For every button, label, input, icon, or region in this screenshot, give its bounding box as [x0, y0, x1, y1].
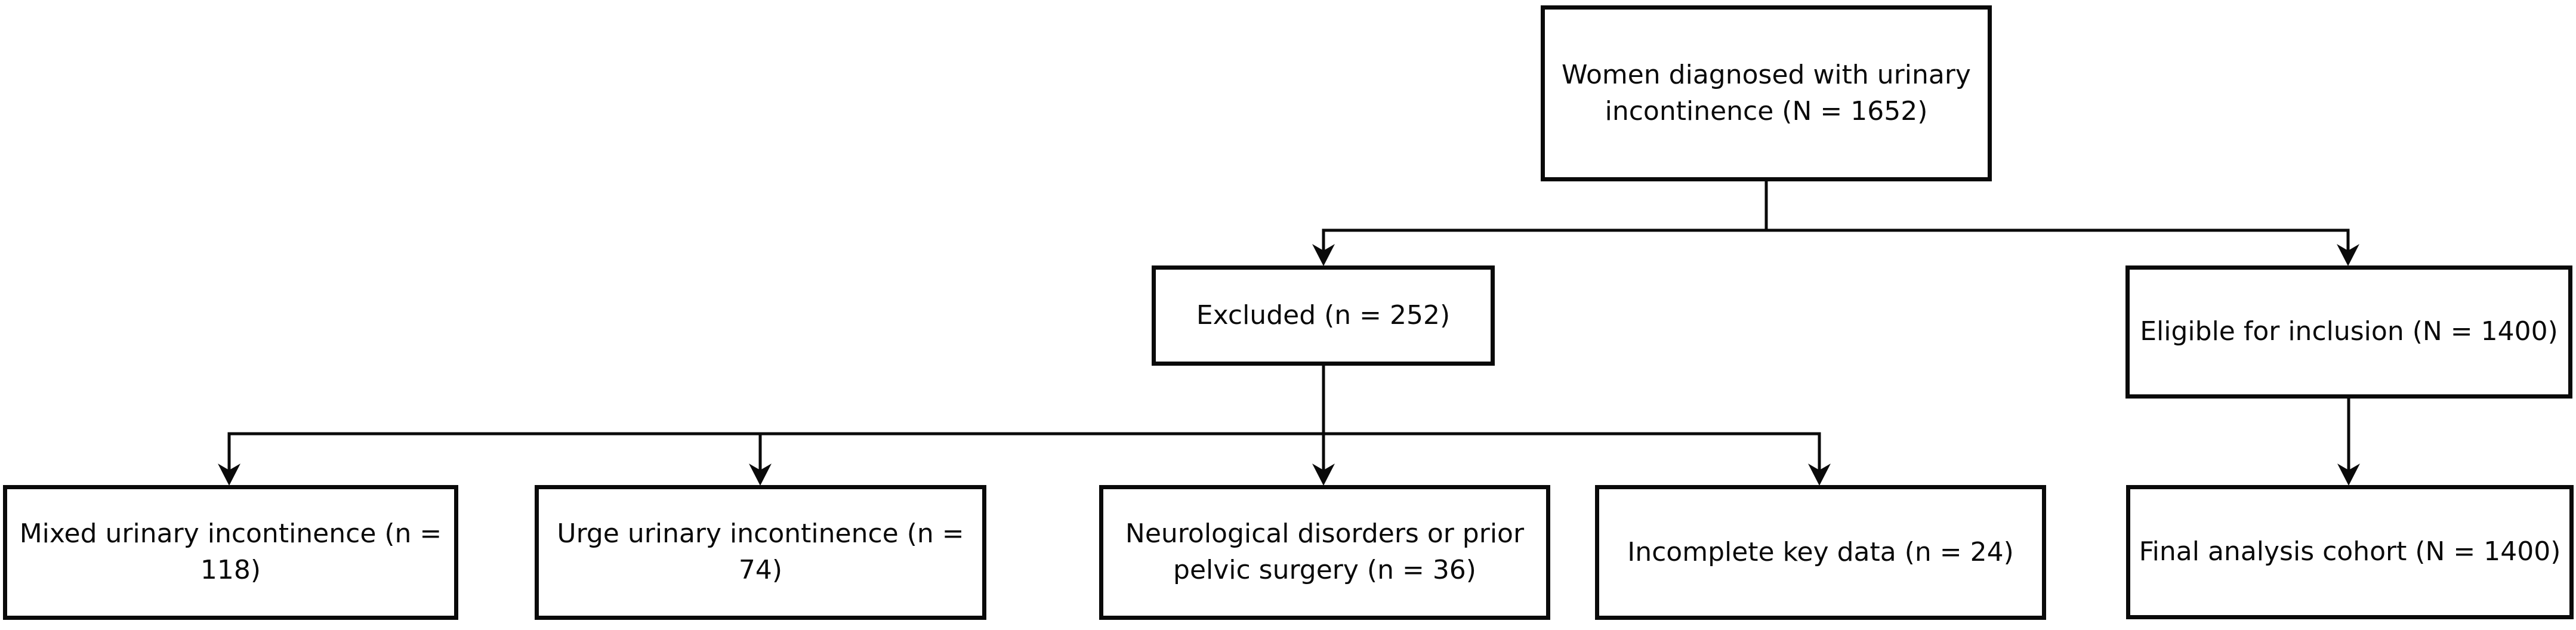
node-eligible: Eligible for inclusion (N = 1400) [2125, 265, 2572, 399]
node-label: Urge urinary incontinence (n = 74) [557, 518, 964, 585]
edge-excluded-to-mixed [218, 432, 240, 486]
edge-total-to-eligible [2337, 228, 2359, 266]
node-final-cohort: Final analysis cohort (N = 1400) [2126, 485, 2574, 619]
node-label: Neurological disorders or prior pelvic s… [1125, 518, 1525, 585]
edge-total-branch [1322, 178, 2350, 232]
node-excluded: Excluded (n = 252) [1152, 265, 1495, 366]
node-label: Mixed urinary incontinence (n = 118) [19, 518, 442, 585]
node-label: Eligible for inclusion (N = 1400) [2140, 316, 2558, 347]
node-label: Incomplete key data (n = 24) [1627, 536, 2014, 567]
edge-eligible-to-final [2337, 397, 2360, 486]
edge-excluded-to-incomplete [1808, 432, 1831, 486]
node-label: Excluded (n = 252) [1196, 299, 1451, 331]
node-label: Women diagnosed with urinary incontinenc… [1562, 59, 1971, 126]
edge-excluded-to-urge [749, 432, 772, 486]
node-excluded-neuro-pelvic: Neurological disorders or prior pelvic s… [1099, 485, 1550, 620]
node-excluded-incomplete-data: Incomplete key data (n = 24) [1595, 485, 2046, 620]
node-excluded-urge-ui: Urge urinary incontinence (n = 74) [535, 485, 986, 620]
edge-total-to-excluded [1312, 228, 1335, 266]
node-label: Final analysis cohort (N = 1400) [2139, 536, 2561, 567]
edge-excluded-to-neuro [1312, 364, 1335, 486]
node-total-population: Women diagnosed with urinary incontinenc… [1541, 5, 1992, 181]
node-excluded-mixed-ui: Mixed urinary incontinence (n = 118) [3, 485, 458, 620]
